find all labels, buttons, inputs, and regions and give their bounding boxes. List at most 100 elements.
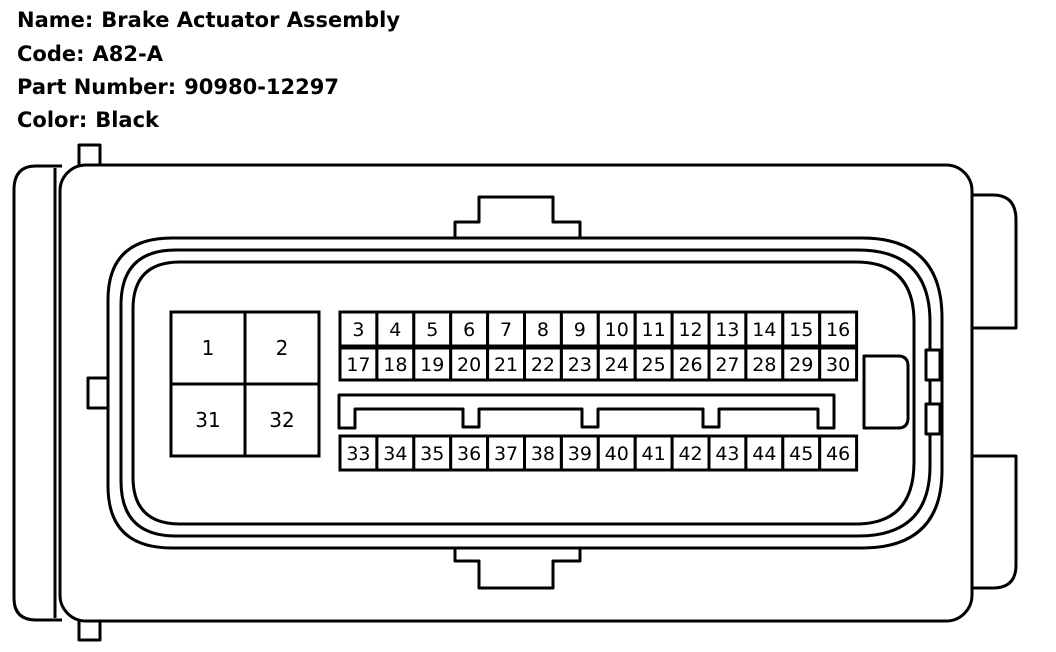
right-lock-upper-stub xyxy=(924,348,942,382)
pin-label: 27 xyxy=(715,354,739,376)
pin-19: 19 xyxy=(412,346,453,382)
pin-label: 37 xyxy=(494,443,518,465)
code-label: Code: xyxy=(17,42,85,66)
pin-label: 46 xyxy=(826,443,850,465)
pin-label: 21 xyxy=(494,354,518,376)
pin-cell xyxy=(818,310,859,348)
pin-33: 33 xyxy=(338,434,379,472)
color-line: Color:Black xyxy=(17,107,159,133)
pin-cell xyxy=(523,434,563,472)
pin-32: 32 xyxy=(243,382,321,458)
pin-11: 11 xyxy=(633,310,674,348)
pin-28: 28 xyxy=(744,346,785,382)
pin-label: 32 xyxy=(269,408,294,432)
pin-cell xyxy=(412,310,453,348)
pin-36: 36 xyxy=(449,434,490,472)
pin-cell xyxy=(338,346,379,382)
pin-cell xyxy=(707,310,748,348)
name-value: Brake Actuator Assembly xyxy=(101,8,401,32)
name-label: Name: xyxy=(17,8,94,32)
pin-label: 6 xyxy=(463,319,475,341)
pin-cell xyxy=(781,310,822,348)
pin-38: 38 xyxy=(523,434,563,472)
pin-24: 24 xyxy=(596,346,637,382)
pin-39: 39 xyxy=(559,434,600,472)
pin-label: 14 xyxy=(752,319,776,341)
pin-label: 11 xyxy=(642,319,666,341)
pin-30: 30 xyxy=(818,346,859,382)
pin-label: 36 xyxy=(457,443,481,465)
pin-44: 44 xyxy=(744,434,785,472)
pin-label: 26 xyxy=(678,354,702,376)
pin-cell xyxy=(670,346,711,382)
pin-label: 18 xyxy=(383,354,407,376)
pin-label: 41 xyxy=(642,443,666,465)
right-lock-lower-stub xyxy=(924,402,942,436)
pin-label: 34 xyxy=(383,443,407,465)
center-key-channel xyxy=(337,393,836,430)
pin-label: 44 xyxy=(752,443,776,465)
pin-label: 24 xyxy=(605,354,629,376)
pin-14: 14 xyxy=(744,310,785,348)
pin-label: 3 xyxy=(352,319,364,341)
pin-23: 23 xyxy=(559,346,600,382)
left-flange xyxy=(12,164,62,622)
right-upper-tab xyxy=(972,193,1018,330)
pin-7: 7 xyxy=(486,310,527,348)
pin-41: 41 xyxy=(633,434,674,472)
pin-label: 33 xyxy=(346,443,370,465)
pin-46: 46 xyxy=(818,434,859,472)
pin-45: 45 xyxy=(781,434,822,472)
pin-label: 10 xyxy=(605,319,629,341)
pin-18: 18 xyxy=(375,346,416,382)
pin-29: 29 xyxy=(781,346,822,382)
right-lower-tab xyxy=(972,454,1018,590)
pin-label: 13 xyxy=(715,319,739,341)
pin-22: 22 xyxy=(523,346,563,382)
pin-5: 5 xyxy=(412,310,453,348)
connector-housing xyxy=(12,143,1018,642)
pin-cell xyxy=(633,434,674,472)
pin-label: 29 xyxy=(789,354,813,376)
pin-label: 2 xyxy=(276,336,289,360)
pin-label: 15 xyxy=(789,319,813,341)
pin-6: 6 xyxy=(449,310,490,348)
cavity-inner-wall xyxy=(131,260,916,526)
pin-43: 43 xyxy=(707,434,748,472)
pin-label: 4 xyxy=(389,319,401,341)
pin-10: 10 xyxy=(596,310,637,348)
pin-label: 28 xyxy=(752,354,776,376)
pin-cell xyxy=(523,310,563,348)
pin-label: 12 xyxy=(678,319,702,341)
pin-cell xyxy=(596,346,637,382)
pin-2: 2 xyxy=(243,310,321,386)
pin-13: 13 xyxy=(707,310,748,348)
pin-label: 19 xyxy=(420,354,444,376)
pin-35: 35 xyxy=(412,434,453,472)
pin-label: 39 xyxy=(568,443,592,465)
pin-label: 31 xyxy=(195,408,220,432)
pin-25: 25 xyxy=(633,346,674,382)
pin-label: 22 xyxy=(531,354,555,376)
pin-label: 16 xyxy=(826,319,850,341)
pin-cell xyxy=(818,434,859,472)
pin-label: 38 xyxy=(531,443,555,465)
pin-cell xyxy=(596,310,637,348)
pin-label: 25 xyxy=(642,354,666,376)
cavity-middle-wall xyxy=(119,248,932,538)
pin-31: 31 xyxy=(169,382,247,458)
pin-cell xyxy=(596,434,637,472)
pin-label: 23 xyxy=(568,354,592,376)
pin-cell xyxy=(243,310,321,386)
pin-12: 12 xyxy=(670,310,711,348)
pin-cell xyxy=(781,434,822,472)
right-lock xyxy=(862,354,910,430)
pin-label: 45 xyxy=(789,443,813,465)
pin-label: 5 xyxy=(426,319,438,341)
pin-label: 7 xyxy=(500,319,512,341)
pin-cell xyxy=(818,346,859,382)
